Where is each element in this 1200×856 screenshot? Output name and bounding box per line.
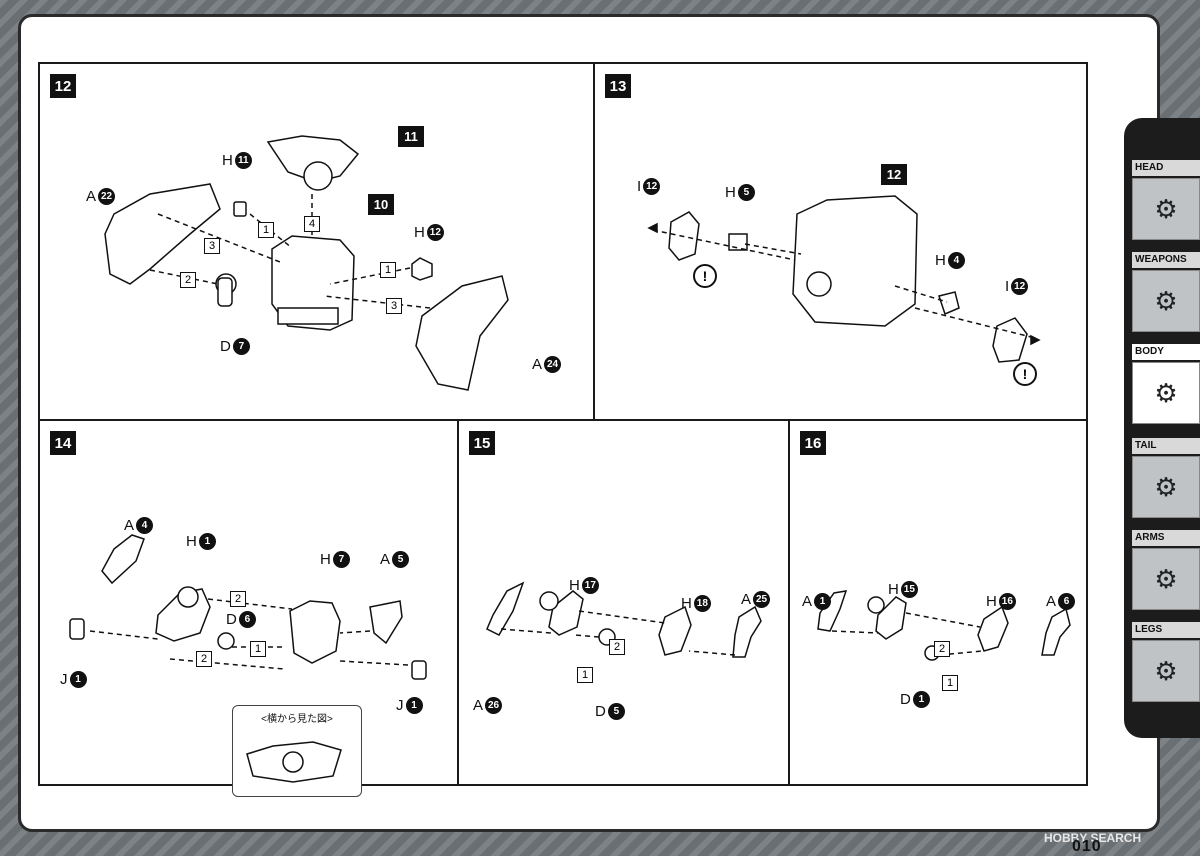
step-number: 12 (50, 74, 76, 98)
caution-icon: ! (1013, 362, 1037, 386)
order-box: 4 (304, 216, 320, 232)
head-thumb-icon: ⚙ (1132, 178, 1200, 240)
order-box: 1 (258, 222, 274, 238)
nav-label: ARMS (1132, 530, 1200, 546)
order-box: 1 (250, 641, 266, 657)
order-box: 2 (180, 272, 196, 288)
order-box: 1 (942, 675, 958, 691)
step-14-parts-drawing (69, 534, 427, 680)
nav-item-arms[interactable]: ARMS ⚙ (1132, 530, 1200, 610)
side-view-inset: <横から見た図> (232, 705, 362, 797)
legs-thumb-icon: ⚙ (1132, 640, 1200, 702)
order-box: 2 (609, 639, 625, 655)
step-16-parts-drawing (817, 590, 1071, 661)
weapons-thumb-icon: ⚙ (1132, 270, 1200, 332)
subassembly-ref-12: 12 (881, 164, 907, 185)
side-view-title: <横から見た図> (261, 714, 333, 725)
step-13-parts-drawing (647, 195, 1041, 363)
order-box: 2 (230, 591, 246, 607)
nav-label: TAIL (1132, 438, 1200, 454)
body-thumb-icon: ⚙ (1132, 362, 1200, 424)
tail-thumb-icon: ⚙ (1132, 456, 1200, 518)
subassembly-ref-10: 10 (368, 194, 394, 215)
caution-icon: ! (693, 264, 717, 288)
order-box: 2 (934, 641, 950, 657)
nav-item-weapons[interactable]: WEAPONS ⚙ (1132, 252, 1200, 332)
order-box: 3 (204, 238, 220, 254)
nav-label: HEAD (1132, 160, 1200, 176)
order-box: 1 (380, 262, 396, 278)
step-number: 16 (800, 431, 826, 455)
nav-item-legs[interactable]: LEGS ⚙ (1132, 622, 1200, 702)
step-number: 14 (50, 431, 76, 455)
nav-label: WEAPONS (1132, 252, 1200, 268)
order-box: 3 (386, 298, 402, 314)
step-number: 13 (605, 74, 631, 98)
nav-item-head[interactable]: HEAD ⚙ (1132, 160, 1200, 240)
side-view-drawing (246, 741, 342, 783)
nav-item-body[interactable]: BODY ⚙ (1132, 344, 1200, 424)
watermark: HOBBY SEARCH (1044, 831, 1142, 845)
nav-label: LEGS (1132, 622, 1200, 638)
nav-label: BODY (1132, 344, 1200, 360)
nav-item-tail[interactable]: TAIL ⚙ (1132, 438, 1200, 518)
page-number: 010 (1072, 838, 1102, 855)
step-number: 15 (469, 431, 495, 455)
step-15-parts-drawing (486, 581, 762, 658)
order-box: 1 (577, 667, 593, 683)
step-12-parts-drawing (104, 135, 509, 391)
arms-thumb-icon: ⚙ (1132, 548, 1200, 610)
order-box: 2 (196, 651, 212, 667)
subassembly-ref-11: 11 (398, 126, 424, 147)
section-side-nav: HEAD ⚙ WEAPONS ⚙ BODY ⚙ TAIL ⚙ ARMS ⚙ LE… (1124, 118, 1200, 738)
